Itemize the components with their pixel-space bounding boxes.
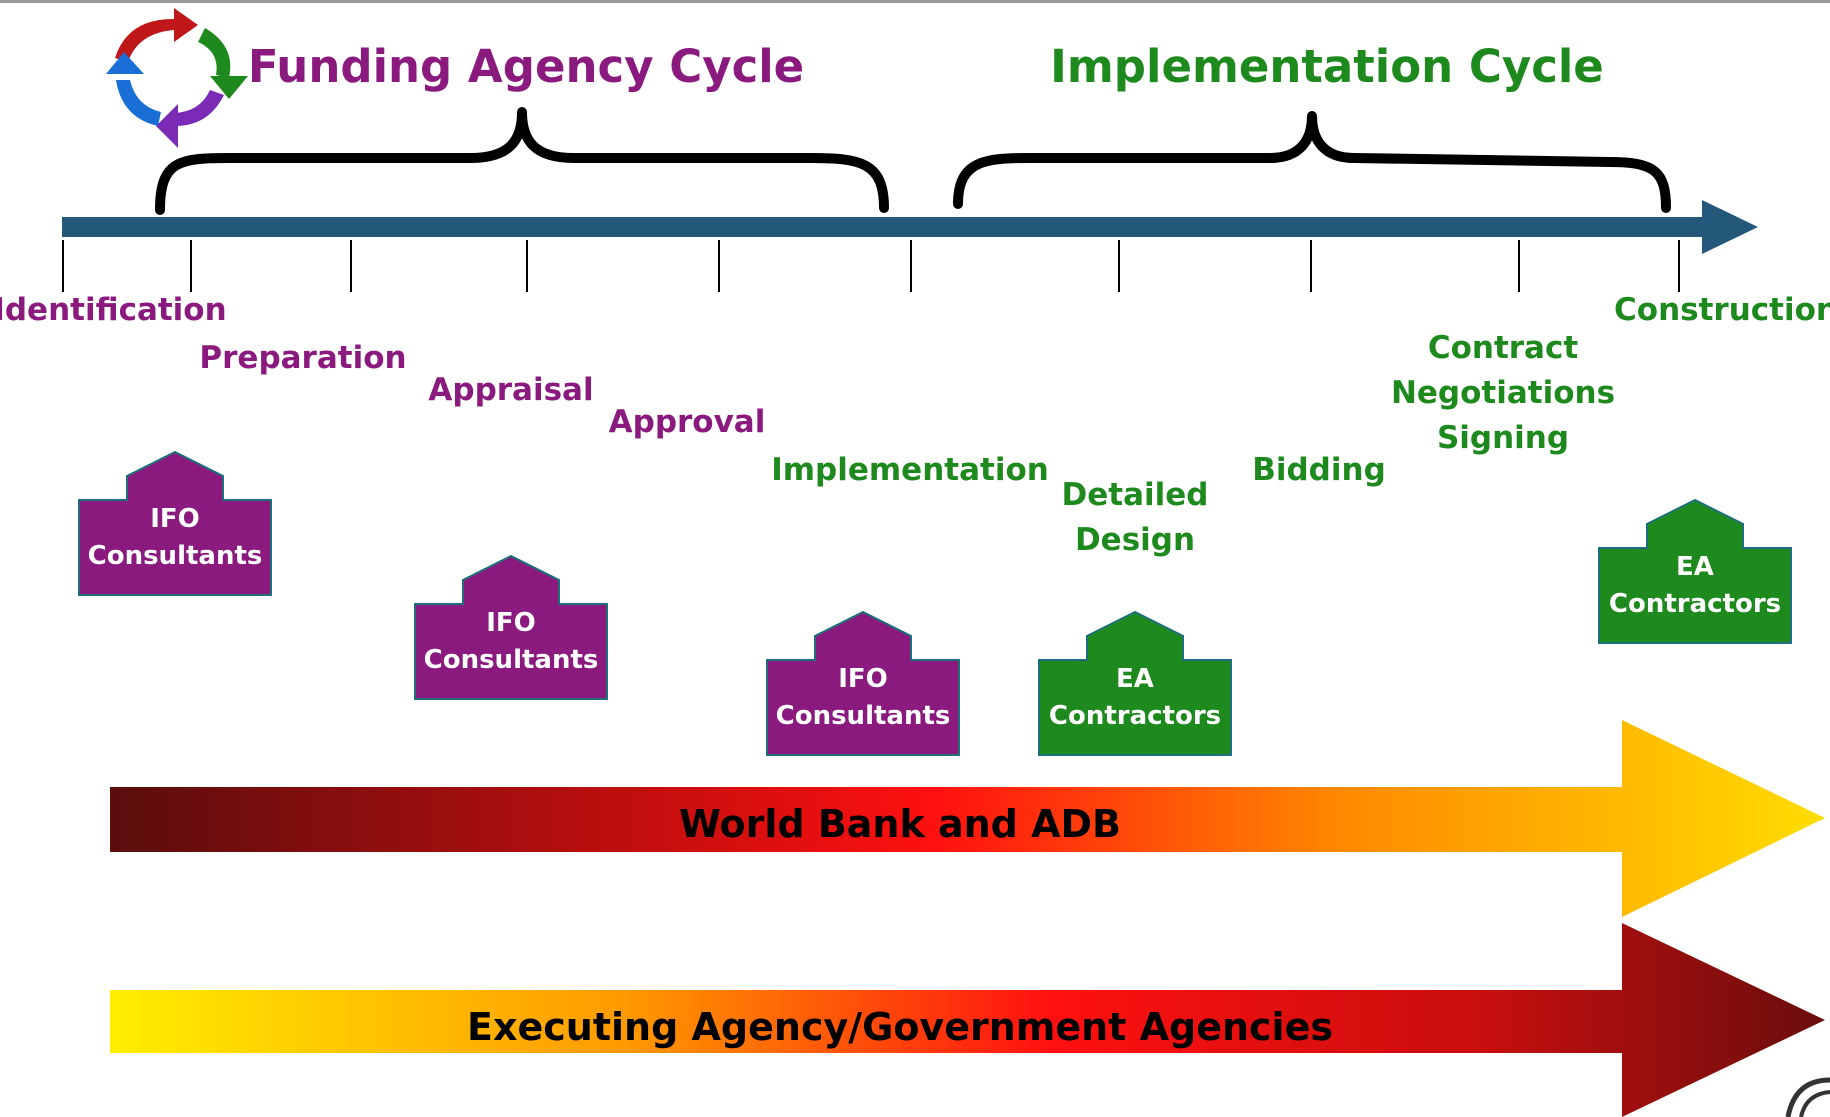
svg-text:Contractors: Contractors bbox=[1049, 701, 1221, 731]
funding-cycle-title: Funding Agency Cycle bbox=[248, 40, 804, 93]
svg-text:Consultants: Consultants bbox=[88, 541, 263, 571]
svg-text:IFO: IFO bbox=[838, 664, 888, 694]
timeline-axis bbox=[62, 200, 1758, 254]
circular-arrows-icon bbox=[106, 8, 248, 148]
executing-agency-label: Executing Agency/Government Agencies bbox=[467, 1005, 1333, 1049]
svg-text:Contractors: Contractors bbox=[1609, 589, 1781, 619]
top-border-line bbox=[0, 0, 1830, 3]
logo-partial-icon bbox=[1785, 1077, 1830, 1117]
funding-cycle-brace bbox=[155, 107, 889, 215]
stage-preparation: Preparation bbox=[199, 340, 406, 376]
ifo-consultants-box: IFO Consultants bbox=[766, 610, 960, 756]
svg-text:Consultants: Consultants bbox=[776, 701, 951, 731]
stage-identification: Identification bbox=[0, 292, 227, 328]
world-bank-adb-arrow: World Bank and ADB bbox=[110, 720, 1825, 917]
stage-appraisal: Appraisal bbox=[428, 372, 593, 408]
stage-approval: Approval bbox=[609, 404, 766, 440]
implementation-cycle-brace bbox=[953, 111, 1671, 213]
world-bank-adb-label: World Bank and ADB bbox=[679, 802, 1121, 846]
ifo-consultants-box: IFO Consultants bbox=[78, 450, 272, 596]
executing-agency-arrow: Executing Agency/Government Agencies bbox=[110, 923, 1825, 1117]
ifo-consultants-box: IFO Consultants bbox=[414, 554, 608, 700]
svg-text:IFO: IFO bbox=[150, 504, 200, 534]
ea-contractors-box: EA Contractors bbox=[1598, 498, 1792, 644]
stage-bidding: Bidding bbox=[1252, 452, 1386, 488]
svg-text:IFO: IFO bbox=[486, 608, 536, 638]
svg-text:Consultants: Consultants bbox=[424, 645, 599, 675]
svg-text:EA: EA bbox=[1116, 664, 1154, 694]
svg-text:EA: EA bbox=[1676, 552, 1714, 582]
implementation-cycle-title: Implementation Cycle bbox=[1050, 40, 1604, 93]
timeline-ticks bbox=[62, 240, 1680, 292]
ea-contractors-box: EA Contractors bbox=[1038, 610, 1232, 756]
stage-implementation: Implementation bbox=[771, 452, 1049, 488]
stage-construction: Construction bbox=[1614, 292, 1830, 328]
